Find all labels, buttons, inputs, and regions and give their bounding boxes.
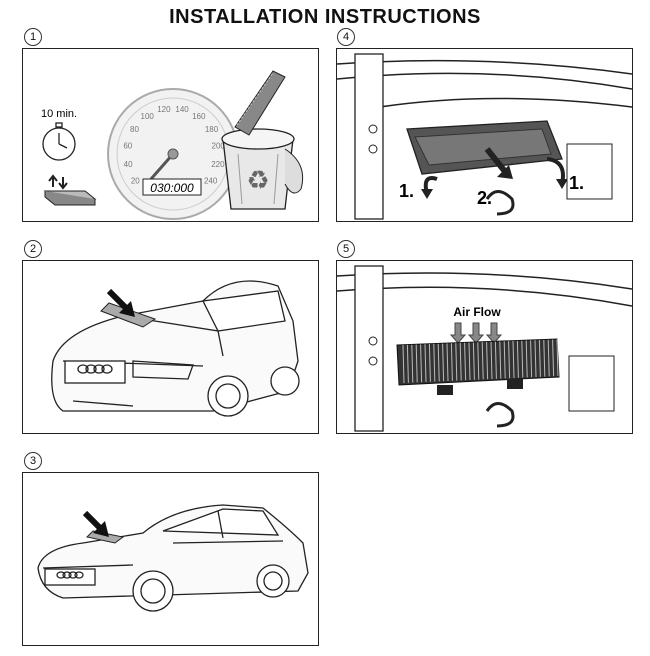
filter-pleat: [464, 342, 467, 381]
filter-pleat: [521, 340, 524, 378]
stopwatch-icon: [42, 122, 76, 161]
speed-tick-label: 240: [204, 176, 218, 185]
marker-left-1: 1.: [399, 181, 414, 201]
step-number-2: 2: [24, 240, 42, 258]
filter-pleat: [415, 344, 418, 383]
marker-mid-2: 2.: [477, 188, 492, 208]
panel-step-4: 1. 2. 1.: [336, 48, 633, 222]
filter-pleat: [552, 339, 555, 377]
filter-pleat: [442, 343, 445, 382]
svg-text:♻: ♻: [246, 165, 269, 195]
step-5-illustration: Air Flow: [337, 265, 632, 432]
filter-pleat: [547, 339, 550, 377]
speed-tick-label: 80: [130, 125, 139, 134]
filter-pleat: [437, 343, 440, 382]
filter-pleat: [428, 344, 431, 382]
step-2-illustration: [51, 280, 300, 417]
panel-step-5: Air Flow: [336, 260, 633, 434]
filter-replace-icon: [43, 174, 97, 206]
panel-step-3: [22, 472, 319, 646]
filter-pleat: [543, 339, 546, 377]
airflow-label: Air Flow: [453, 305, 501, 319]
filter-pleat: [556, 339, 559, 377]
speed-tick-label: 20: [131, 176, 140, 185]
time-label: 10 min.: [41, 108, 77, 120]
step-number-4: 4: [337, 28, 355, 46]
filter-pleat: [525, 340, 528, 378]
panel-step-2: [22, 260, 319, 434]
speed-tick-label: 100: [141, 112, 155, 121]
car-side-view: [37, 504, 309, 612]
filter-pleat: [450, 343, 453, 381]
filter-pleat: [406, 344, 409, 383]
pointer-arrow-icon: [82, 510, 104, 532]
filter-pleat: [477, 342, 480, 380]
step-3-illustration: [37, 504, 309, 612]
filter-pleat: [446, 343, 449, 382]
filter-pleat: [486, 341, 489, 380]
filter-pleat: [481, 342, 484, 380]
filter-pleat: [472, 342, 475, 380]
filter-pleat: [420, 344, 423, 383]
recycle-bin-icon: ♻: [221, 70, 304, 210]
car-front-view: [51, 280, 300, 417]
odometer-readout: 030:000: [150, 181, 194, 195]
pointer-arrow-icon: [106, 288, 130, 312]
filter-pleat: [512, 340, 515, 379]
filter-pleat: [424, 344, 427, 383]
filter-pleat: [538, 340, 541, 377]
step-number-5: 5: [337, 240, 355, 258]
filter-location-mark: [85, 530, 125, 544]
filter-pleat: [499, 341, 502, 379]
step-4-illustration: 1. 2. 1.: [337, 53, 632, 220]
speed-tick-label: 180: [205, 125, 219, 134]
filter-pleat: [433, 343, 436, 382]
filter-pleat: [468, 342, 471, 381]
filter-pleat: [490, 341, 493, 380]
filter-pleat: [455, 343, 458, 381]
step-number-1: 1: [24, 28, 42, 46]
speed-tick-label: 200: [212, 142, 226, 151]
speed-tick-label: 40: [124, 160, 133, 169]
speed-tick-label: 140: [175, 105, 189, 114]
marker-right-1: 1.: [569, 173, 584, 193]
filter-pleat: [402, 344, 405, 384]
filter-pleat: [534, 340, 537, 378]
speed-tick-label: 60: [123, 142, 132, 151]
airflow-arrows-icon: [449, 322, 503, 344]
filter-pleat: [459, 342, 462, 381]
speed-tick-label: 160: [192, 112, 206, 121]
filter-pleat: [411, 344, 414, 383]
filter-pleat: [530, 340, 533, 378]
speed-tick-label: 120: [157, 105, 171, 114]
cabin-filter: [396, 338, 560, 395]
filter-pleat: [494, 341, 497, 379]
filter-pleat: [503, 341, 506, 379]
filter-pleat: [516, 340, 519, 378]
speed-tick-label: 220: [211, 160, 225, 169]
filter-pleat: [508, 341, 511, 379]
step-number-3: 3: [24, 452, 42, 470]
page-title: INSTALLATION INSTRUCTIONS: [169, 6, 481, 28]
